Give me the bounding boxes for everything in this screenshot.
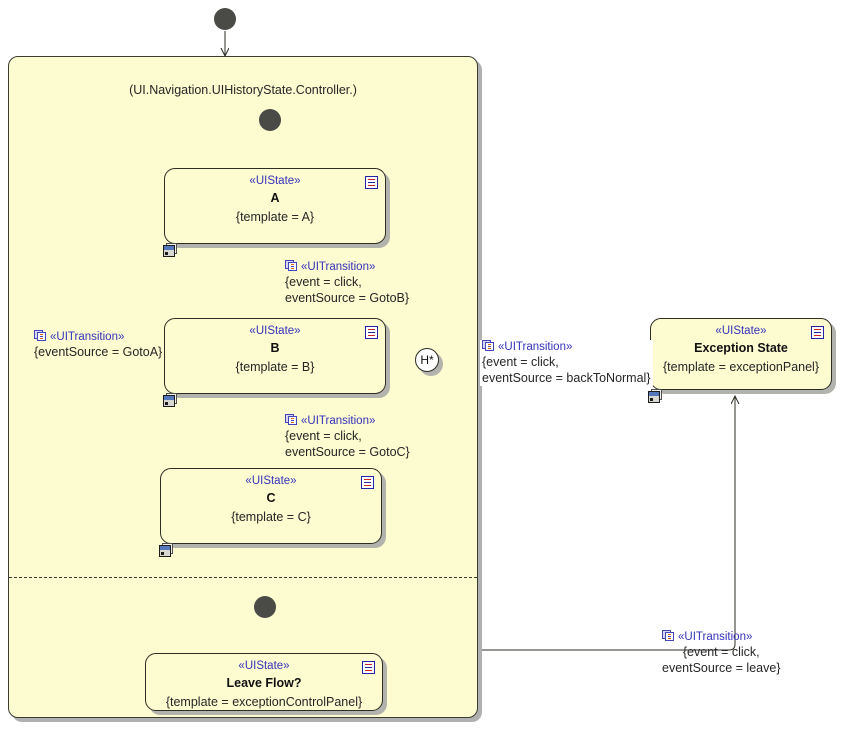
transition-prop-line-1: {event = click,: [285, 275, 362, 289]
region-title: (UI.Navigation.UIHistoryState.Controller…: [129, 83, 357, 97]
state-a-name: A: [270, 191, 280, 205]
transition-icon: [662, 630, 675, 642]
transition-prop-line-2: eventSource = GotoC}: [285, 445, 410, 459]
transition-stereotype: «UITransition»: [498, 341, 573, 353]
transition-icon: [285, 260, 298, 272]
transition-prop-line-1: {event = click,: [285, 429, 362, 443]
document-icon[interactable]: [365, 326, 378, 339]
state-a-properties: {template = A}: [235, 210, 315, 224]
state-exception-name: Exception State: [694, 341, 788, 355]
transition-label-b-to-c[interactable]: «UITransition» {event = click, eventSour…: [285, 414, 410, 460]
transition-icon: [285, 414, 298, 426]
template-window-icon[interactable]: [163, 243, 178, 258]
transition-stereotype: «UITransition»: [301, 415, 376, 427]
state-c[interactable]: «UIState» C {template = C}: [160, 468, 382, 544]
region-divider: [9, 577, 477, 578]
transition-label-exception-to-history[interactable]: «UITransition» {event = click, eventSour…: [480, 340, 653, 386]
edge-leaveflow-to-exception: [478, 396, 735, 651]
transition-stereotype: «UITransition»: [678, 631, 753, 643]
state-b[interactable]: «UIState» B {template = B}: [164, 318, 386, 394]
transition-prop-line-2: eventSource = leave}: [662, 661, 781, 675]
bottom-region-initial-node[interactable]: [254, 596, 276, 618]
transition-label-leaveflow-to-exception[interactable]: «UITransition» {event = click, eventSour…: [662, 630, 781, 676]
state-exception[interactable]: «UIState» Exception State {template = ex…: [650, 318, 832, 390]
deep-history-node[interactable]: H*: [415, 348, 439, 372]
state-exception-stereotype: «UIState»: [715, 325, 767, 337]
state-a-stereotype: «UIState»: [249, 175, 301, 187]
state-b-properties: {template = B}: [235, 360, 315, 374]
outer-initial-node[interactable]: [214, 8, 236, 30]
transition-prop-line-1: {eventSource = GotoA}: [34, 345, 163, 359]
state-c-name: C: [266, 491, 276, 505]
template-window-icon[interactable]: [163, 393, 178, 408]
document-icon[interactable]: [365, 176, 378, 189]
transition-prop-line-2: eventSource = backToNormal}: [482, 371, 651, 385]
transition-prop-line-1: {event = click,: [682, 645, 760, 659]
transition-prop-line-2: eventSource = GotoB}: [285, 291, 410, 305]
state-leaveflow-stereotype: «UIState»: [238, 660, 290, 672]
template-window-icon[interactable]: [159, 543, 174, 558]
state-leaveflow[interactable]: «UIState» Leave Flow? {template = except…: [145, 653, 383, 711]
state-exception-properties: {template = exceptionPanel}: [662, 360, 820, 374]
state-a[interactable]: «UIState» A {template = A}: [164, 168, 386, 244]
transition-label-a-to-b[interactable]: «UITransition» {event = click, eventSour…: [285, 260, 409, 306]
transition-prop-line-1: {event = click,: [482, 355, 559, 369]
region-initial-node[interactable]: [259, 109, 281, 131]
state-b-stereotype: «UIState»: [249, 325, 301, 337]
transition-label-c-to-a[interactable]: «UITransition» {eventSource = GotoA}: [34, 330, 162, 360]
document-icon[interactable]: [362, 661, 375, 674]
transition-stereotype: «UITransition»: [50, 331, 125, 343]
state-leaveflow-properties: {template = exceptionControlPanel}: [165, 695, 363, 709]
template-window-icon[interactable]: [648, 389, 663, 404]
state-b-name: B: [270, 341, 280, 355]
transition-icon: [482, 340, 495, 352]
transition-stereotype: «UITransition»: [301, 261, 376, 273]
document-icon[interactable]: [361, 476, 374, 489]
transition-icon: [34, 330, 47, 342]
state-c-properties: {template = C}: [231, 510, 311, 524]
state-leaveflow-name: Leave Flow?: [226, 676, 302, 690]
document-icon[interactable]: [811, 326, 824, 339]
state-c-stereotype: «UIState»: [245, 475, 297, 487]
